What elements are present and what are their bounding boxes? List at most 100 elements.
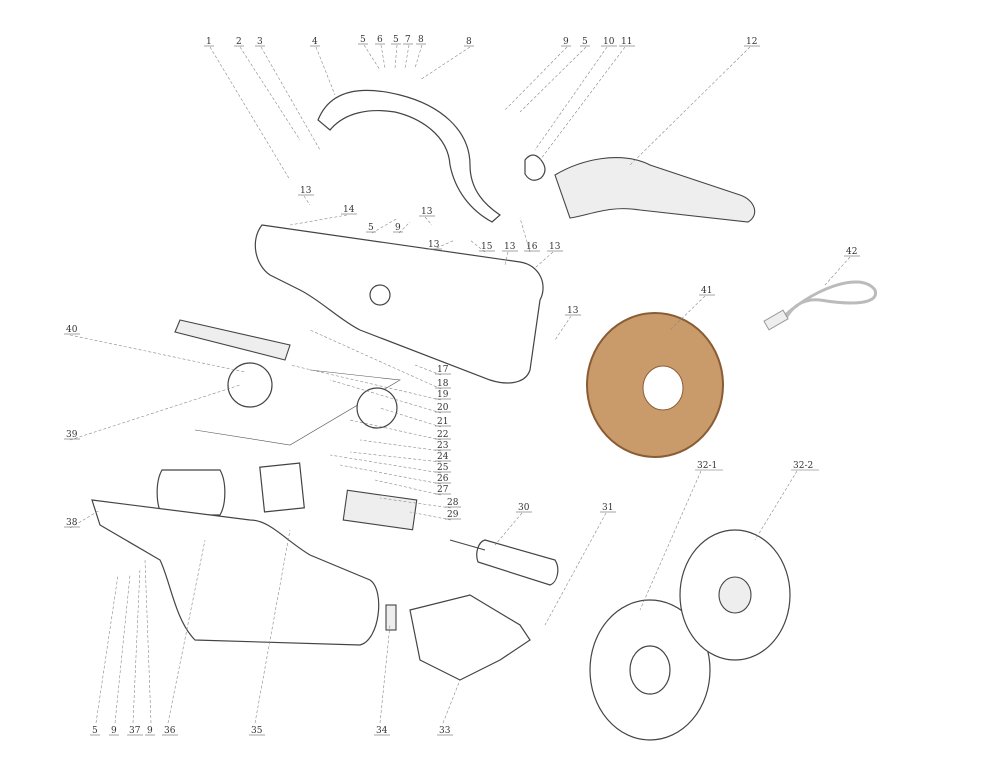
leader-line xyxy=(363,44,381,71)
part-label-18: 18 xyxy=(437,379,449,389)
part-label-31: 31 xyxy=(602,503,613,513)
part-label-41: 41 xyxy=(701,286,712,296)
part-label-8: 8 xyxy=(466,37,472,47)
part-label-9: 9 xyxy=(395,223,401,233)
part-label-17: 17 xyxy=(437,365,449,375)
part-label-22: 22 xyxy=(437,430,448,440)
part-label-12: 12 xyxy=(746,37,757,47)
leader-line xyxy=(469,239,486,253)
part-label-32-2: 32-2 xyxy=(793,461,813,471)
leader-line xyxy=(419,46,471,81)
part-label-23: 23 xyxy=(437,441,449,451)
leader-line xyxy=(95,574,119,724)
leader-line xyxy=(349,419,442,441)
part-label-9: 9 xyxy=(111,726,117,736)
part-label-32-1: 32-1 xyxy=(697,461,717,471)
leader-line xyxy=(371,217,399,234)
leader-line xyxy=(404,44,410,69)
part-label-21: 21 xyxy=(437,417,448,427)
spring xyxy=(524,154,546,181)
bottom-clamp xyxy=(409,594,531,681)
upper-arm xyxy=(317,89,501,223)
leader-line xyxy=(167,539,206,724)
leader-line xyxy=(519,46,587,113)
part-label-20: 20 xyxy=(437,403,449,413)
part-label-15: 15 xyxy=(481,242,493,252)
leader-line xyxy=(289,214,348,226)
usb-cable xyxy=(778,280,877,322)
leader-line xyxy=(494,512,523,546)
usb-plug xyxy=(763,309,789,331)
part-label-14: 14 xyxy=(343,205,355,215)
leader-line xyxy=(289,364,442,401)
slider-plate xyxy=(174,319,291,361)
part-label-30: 30 xyxy=(518,503,530,513)
battery xyxy=(476,539,559,586)
leader-line xyxy=(824,256,851,286)
part-label-35: 35 xyxy=(251,726,263,736)
gear xyxy=(369,284,391,306)
part-label-6: 6 xyxy=(377,35,383,45)
part-label-3: 3 xyxy=(257,37,263,47)
leader-line xyxy=(398,221,411,234)
leader-line xyxy=(209,46,291,181)
leader-line xyxy=(431,239,456,251)
part-label-19: 19 xyxy=(437,390,449,400)
part-label-13: 13 xyxy=(504,242,516,252)
part-label-5: 5 xyxy=(92,726,98,736)
leader-line xyxy=(144,559,152,724)
part-label-24: 24 xyxy=(437,452,449,462)
leader-line xyxy=(539,46,626,161)
lower-housing xyxy=(91,499,380,646)
leader-line xyxy=(424,216,433,226)
part-label-1: 1 xyxy=(206,37,212,47)
leader-line xyxy=(379,624,391,724)
leader-line xyxy=(69,509,101,529)
part-label-7: 7 xyxy=(405,35,411,45)
part-label-9: 9 xyxy=(563,37,569,47)
part-label-13: 13 xyxy=(421,207,433,217)
leader-line xyxy=(669,295,706,331)
part-label-8: 8 xyxy=(418,35,424,45)
leader-line xyxy=(394,44,398,69)
leader-line xyxy=(554,315,572,341)
part-label-2: 2 xyxy=(236,37,242,47)
leader-line xyxy=(309,329,442,390)
part-label-36: 36 xyxy=(164,726,176,736)
leader-line xyxy=(504,251,509,266)
leader-line xyxy=(534,251,554,269)
tape-coil-hole xyxy=(642,365,684,411)
leader-line xyxy=(254,529,291,724)
part-label-13: 13 xyxy=(549,242,561,252)
leader-line xyxy=(132,567,141,724)
leader-line xyxy=(315,46,336,96)
washer-disc xyxy=(356,387,398,429)
leader-line xyxy=(379,407,442,428)
part-label-34: 34 xyxy=(376,726,388,736)
leader-line xyxy=(349,451,442,463)
leader-line xyxy=(359,439,442,452)
part-label-5: 5 xyxy=(368,223,374,233)
motor-cover xyxy=(259,462,305,513)
part-label-9: 9 xyxy=(147,726,153,736)
parts xyxy=(91,89,877,741)
motor xyxy=(156,469,226,516)
circuit-board xyxy=(342,489,418,531)
leader-line xyxy=(69,384,241,441)
leader-line xyxy=(303,195,311,206)
leader-line xyxy=(339,464,442,485)
leader-line xyxy=(629,46,751,166)
part-label-5: 5 xyxy=(393,35,399,45)
leader-line xyxy=(114,574,131,724)
part-label-4: 4 xyxy=(312,37,318,47)
leader-line xyxy=(260,46,321,151)
leader-line xyxy=(329,379,442,414)
part-label-5: 5 xyxy=(360,35,366,45)
leader-line xyxy=(534,46,608,151)
part-label-16: 16 xyxy=(526,242,538,252)
part-label-39: 39 xyxy=(66,430,78,440)
part-label-37: 37 xyxy=(129,726,141,736)
